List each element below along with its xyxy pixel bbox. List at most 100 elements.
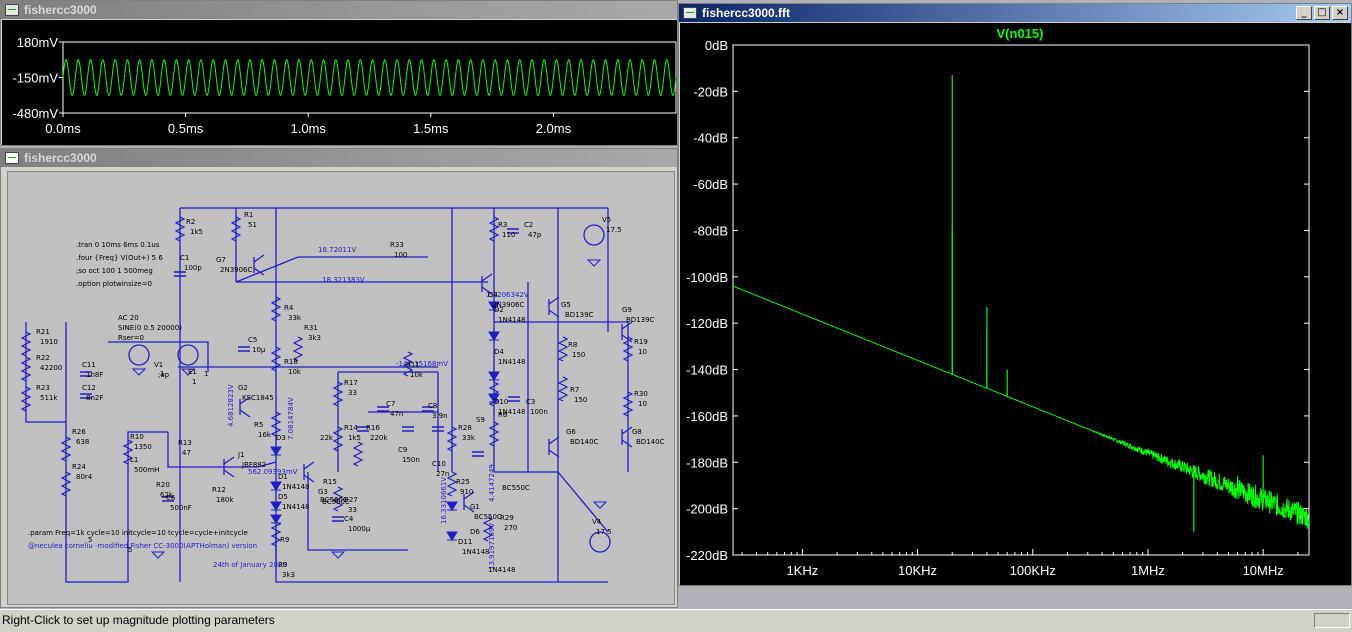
schematic-label: S9 bbox=[476, 416, 485, 424]
resistor-symbol bbox=[20, 386, 32, 412]
resistor-symbol bbox=[270, 521, 282, 547]
schematic-label: G6 bbox=[566, 428, 576, 436]
schematic-label: 220k bbox=[370, 434, 388, 442]
schematic-label: D3 bbox=[276, 434, 286, 442]
schematic-label: BC560C bbox=[322, 498, 350, 506]
schematic-label: R8 bbox=[568, 341, 577, 349]
schematic-label: 1N4148 bbox=[498, 408, 526, 416]
waveform-y-tick: -480mV bbox=[12, 106, 58, 121]
schematic-label: 33 bbox=[348, 389, 357, 397]
schematic-label: R20 bbox=[156, 481, 170, 489]
schematic-label: 18.321383V bbox=[322, 276, 365, 284]
schematic-label: 3.9n bbox=[432, 412, 448, 420]
schematic-label: R15 bbox=[323, 478, 337, 486]
schematic-label: R12 bbox=[212, 486, 226, 494]
resistor-symbol bbox=[332, 426, 344, 452]
schematic-label: 5 bbox=[88, 536, 92, 544]
schematic-label: R27 bbox=[344, 496, 358, 504]
schematic-label: C10 bbox=[432, 460, 446, 468]
resistor-symbol bbox=[20, 331, 32, 357]
fft-y-tick: -120dB bbox=[686, 316, 728, 331]
schematic-label: 1350 bbox=[134, 443, 152, 451]
schematic-label: 10k bbox=[288, 368, 302, 376]
schematic-label: 3k3 bbox=[282, 571, 295, 579]
minimize-button[interactable]: _ bbox=[1296, 6, 1312, 20]
schematic-label: 1N4148 bbox=[498, 316, 526, 324]
schematic-label: 150 bbox=[572, 351, 585, 359]
close-button[interactable]: × bbox=[1332, 6, 1348, 20]
schematic-label: C8 bbox=[428, 402, 437, 410]
waveform-trace bbox=[62, 59, 677, 96]
resistor-symbol bbox=[292, 336, 304, 362]
fft-noise-floor bbox=[732, 285, 1310, 529]
schematic-window[interactable]: fishercc3000 .tran 0 10ms 6ms 0.1us.four… bbox=[0, 148, 678, 608]
schematic-canvas[interactable]: .tran 0 10ms 6ms 0.1us.four {Freq} V(Out… bbox=[7, 171, 675, 605]
schematic-label: V5 bbox=[602, 216, 611, 224]
schematic-label: 80r4 bbox=[76, 473, 93, 481]
schematic-label: 7.0814784V bbox=[287, 397, 295, 440]
fft-trace-label[interactable]: V(n015) bbox=[997, 26, 1044, 41]
schematic-label: G8 bbox=[632, 428, 642, 436]
schematic-label: 1N4148 bbox=[462, 548, 490, 556]
schematic-label: 1.1206342V bbox=[486, 291, 529, 299]
schematic-label: G4 bbox=[488, 291, 498, 299]
schematic-titlebar[interactable]: fishercc3000 bbox=[1, 149, 677, 167]
schematic-label: R18 bbox=[284, 358, 298, 366]
voltage-source-symbol bbox=[177, 344, 199, 366]
schematic-label: R3 bbox=[498, 221, 507, 229]
fft-titlebar[interactable]: fishercc3000.fft _ □ × bbox=[679, 4, 1351, 22]
resistor-symbol bbox=[557, 376, 569, 402]
schematic-label: 1 bbox=[160, 370, 164, 378]
schematic-label: 10 bbox=[638, 348, 647, 356]
fft-chart: V(n015) 0dB-20dB-40dB-60dB-80dB-100dB-12… bbox=[686, 26, 1310, 578]
schematic-label: C3 bbox=[526, 398, 535, 406]
schematic-label: 4.6812823V bbox=[227, 384, 235, 427]
waveform-window-title: fishercc3000 bbox=[24, 3, 97, 17]
diode-symbol bbox=[488, 393, 500, 403]
resistor-symbol bbox=[488, 216, 500, 242]
schematic-wire bbox=[167, 432, 223, 468]
schematic-label: C11 bbox=[82, 361, 96, 369]
schematic-label: R14 bbox=[344, 424, 358, 432]
schematic-label: SINE(0 0.5 20000) bbox=[118, 324, 182, 332]
resistor-symbol bbox=[332, 381, 344, 407]
schematic-label: 500nF bbox=[170, 504, 192, 512]
schematic-label: 16.3310661V bbox=[440, 477, 448, 524]
fft-y-tick: -200dB bbox=[686, 502, 728, 517]
schematic-wire bbox=[275, 532, 608, 583]
waveform-titlebar[interactable]: fishercc3000 bbox=[1, 1, 677, 19]
schematic-label: R1 bbox=[244, 211, 253, 219]
schematic-label: ;op bbox=[158, 371, 170, 379]
schematic-label: 1N4148 bbox=[282, 483, 310, 491]
schematic-label: G3 bbox=[318, 488, 328, 496]
waveform-window-icon bbox=[5, 4, 19, 16]
fft-x-tick: 10MHz bbox=[1243, 563, 1284, 578]
schematic-label: D10 bbox=[494, 398, 508, 406]
resistor-symbol bbox=[20, 356, 32, 382]
ground-symbol bbox=[586, 259, 602, 267]
fft-plot[interactable]: V(n015) 0dB-20dB-40dB-60dB-80dB-100dB-12… bbox=[680, 23, 1351, 585]
transistor-symbol bbox=[303, 461, 315, 483]
diode-symbol bbox=[270, 501, 282, 511]
maximize-button[interactable]: □ bbox=[1314, 6, 1330, 20]
schematic-label: R9 bbox=[278, 561, 287, 569]
fft-window-title: fishercc3000.fft bbox=[702, 6, 791, 20]
transistor-symbol bbox=[548, 436, 560, 458]
schematic-label: 1N4148 bbox=[488, 566, 516, 574]
schematic-label: 500mH bbox=[134, 466, 159, 474]
schematic-label: 562.09393mV bbox=[248, 468, 298, 476]
schematic-label: 10 bbox=[638, 400, 647, 408]
schematic-label: C1 bbox=[180, 254, 189, 262]
resistor-symbol bbox=[446, 426, 458, 452]
schematic-label: KSC1845 bbox=[242, 394, 274, 402]
transistor-symbol bbox=[223, 456, 235, 478]
schematic-label: 150n bbox=[402, 456, 420, 464]
transistor-symbol bbox=[621, 426, 633, 448]
schematic-label: .param Freq=1k cycle=10 initcycle=10 tcy… bbox=[28, 529, 248, 537]
schematic-wire bbox=[235, 256, 428, 283]
fft-window[interactable]: fishercc3000.fft _ □ × V(n015) 0dB-20dB-… bbox=[678, 3, 1352, 586]
schematic-label: D4 bbox=[494, 348, 504, 356]
resistor-symbol bbox=[402, 351, 414, 377]
